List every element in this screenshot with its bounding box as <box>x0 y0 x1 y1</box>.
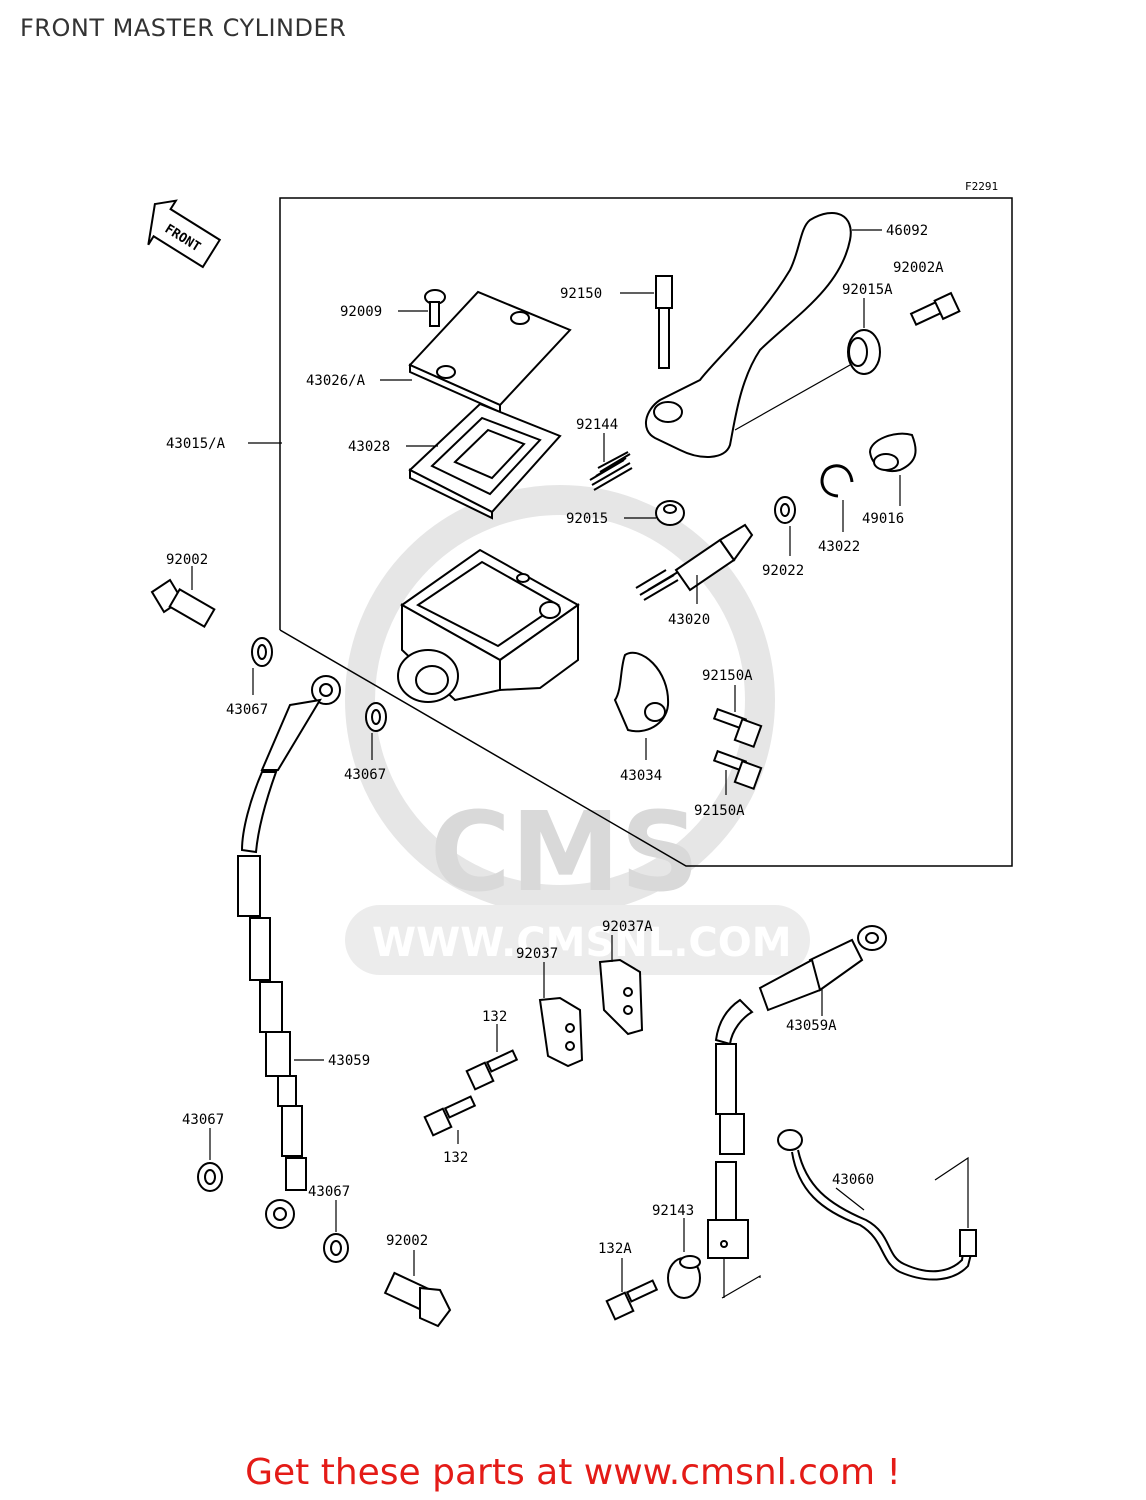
label-43015A: 43015/A <box>166 436 226 452</box>
label-43059: 43059 <box>328 1053 370 1069</box>
label-92022: 92022 <box>762 563 804 579</box>
label-92150: 92150 <box>560 286 602 302</box>
banjo-bolt-icon <box>150 578 216 629</box>
label-92002A: 92002A <box>893 260 944 276</box>
cap-screw-icon <box>424 289 446 327</box>
label-43028: 43028 <box>348 439 390 455</box>
hose-clamp-92037-icon <box>538 996 584 1068</box>
brake-hose-right-icon <box>707 925 887 1259</box>
circlip-icon <box>820 464 854 498</box>
label-132A: 132A <box>598 1241 632 1257</box>
label-43060: 43060 <box>832 1172 874 1188</box>
label-43020: 43020 <box>668 612 710 628</box>
label-92150A-a: 92150A <box>702 668 753 684</box>
brake-pipe-icon <box>777 1129 977 1281</box>
label-43022: 43022 <box>818 539 860 555</box>
watermark-url: WWW.CMSNL.COM <box>372 920 792 966</box>
label-43067-c: 43067 <box>182 1112 224 1128</box>
label-46092: 46092 <box>886 223 928 239</box>
label-92002-bottom: 92002 <box>386 1233 428 1249</box>
label-43067-b: 43067 <box>344 767 386 783</box>
banjo-bolt-bottom-icon <box>383 1271 452 1328</box>
dust-boot-icon <box>868 432 917 472</box>
label-92009: 92009 <box>340 304 382 320</box>
front-arrow-icon: FRONT <box>147 199 222 269</box>
label-92143: 92143 <box>652 1203 694 1219</box>
spacer-icon <box>667 1255 701 1299</box>
label-43067-a: 43067 <box>226 702 268 718</box>
master-cylinder-body-icon <box>397 548 580 703</box>
label-92015: 92015 <box>566 511 608 527</box>
lever-nut-icon <box>847 329 881 375</box>
brake-lever-icon <box>645 211 852 458</box>
label-92015A: 92015A <box>842 282 893 298</box>
assembly-outline <box>279 197 1013 867</box>
lever-bolt-icon <box>909 291 961 326</box>
label-43067-d: 43067 <box>308 1184 350 1200</box>
label-92037: 92037 <box>516 946 558 962</box>
parts-diagram: CMS WWW.CMSNL.COM F2291 FRONT 46092 9200… <box>147 180 1013 1328</box>
bolt-132-b-icon <box>423 1095 477 1137</box>
brake-hose-left-icon <box>237 675 341 1229</box>
washer-43067-d-icon <box>323 1233 349 1263</box>
washer-43067-b-icon <box>365 702 387 732</box>
label-92150A-b: 92150A <box>694 803 745 819</box>
clamp-icon <box>613 652 670 733</box>
label-49016: 49016 <box>862 511 904 527</box>
diaphragm-icon <box>408 402 562 520</box>
washer-43067-a-icon <box>251 637 273 667</box>
label-132-a: 132 <box>482 1009 507 1025</box>
label-132-b: 132 <box>443 1150 468 1166</box>
label-43034: 43034 <box>620 768 662 784</box>
lock-nut-icon <box>655 500 685 526</box>
label-92002-top: 92002 <box>166 552 208 568</box>
washer-43067-c-icon <box>197 1162 223 1192</box>
reservoir-cap-icon <box>408 290 572 414</box>
piston-assembly-icon <box>635 523 754 601</box>
footer-link[interactable]: Get these parts at www.cmsnl.com ! <box>245 1452 901 1493</box>
page-title: FRONT MASTER CYLINDER <box>20 14 347 42</box>
clamp-bolt-b-icon <box>712 749 763 791</box>
figure-code: F2291 <box>965 180 998 193</box>
label-92144: 92144 <box>576 417 618 433</box>
hose-clamp-92037A-icon <box>598 958 644 1036</box>
adjuster-screw-icon <box>655 275 673 369</box>
bolt-132-a-icon <box>465 1049 519 1091</box>
spring-icon <box>589 451 633 491</box>
watermark-logo: CMS <box>430 788 699 916</box>
clamp-bolt-a-icon <box>712 707 763 749</box>
washer-icon <box>774 496 796 524</box>
label-43026A: 43026/A <box>306 373 366 389</box>
watermark: CMS WWW.CMSNL.COM <box>345 485 810 975</box>
bolt-132A-icon <box>605 1279 659 1321</box>
label-92037A: 92037A <box>602 919 653 935</box>
label-43059A: 43059A <box>786 1018 837 1034</box>
